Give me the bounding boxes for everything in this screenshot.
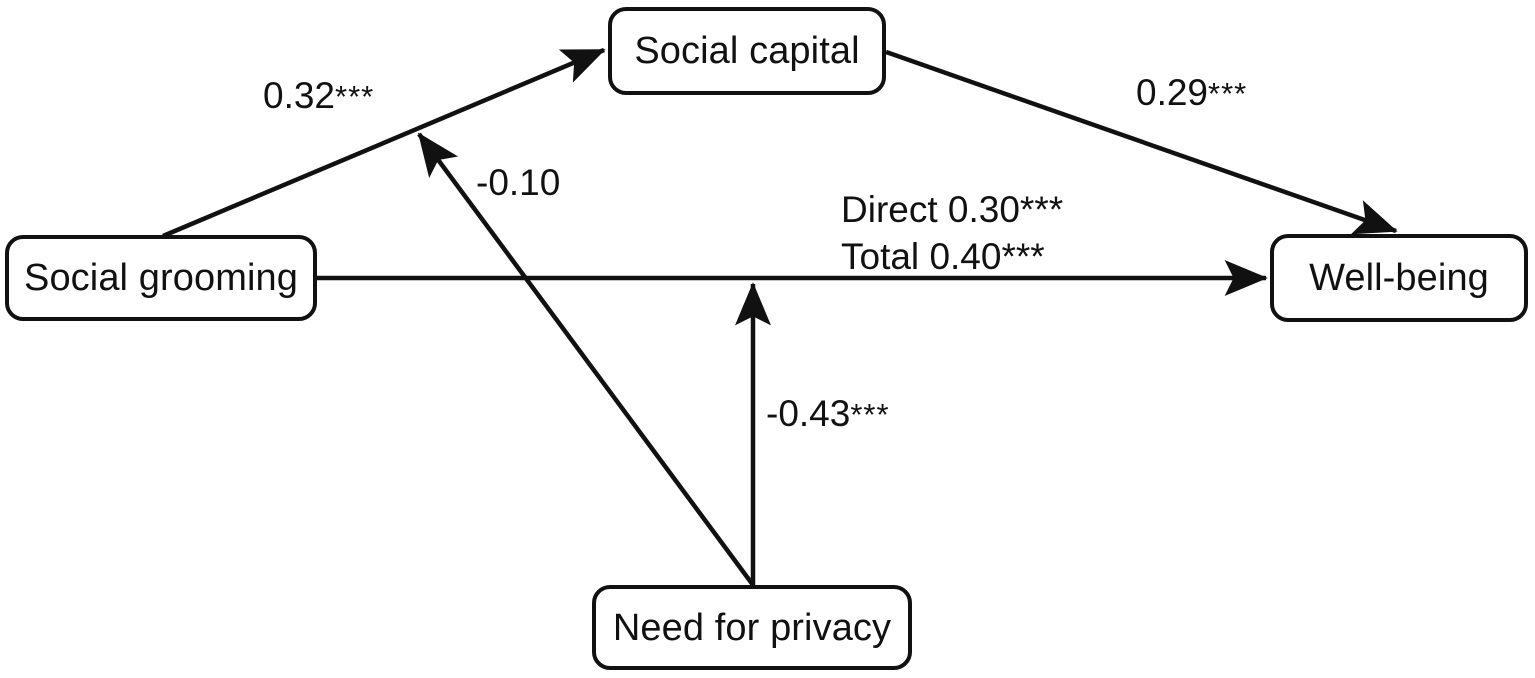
coefficient-value: 0.29 (1136, 72, 1209, 113)
coefficient-value: 0.32 (263, 75, 336, 116)
edge-grooming-to-capital (162, 47, 606, 239)
edge-privacy-to-capital-path (417, 132, 755, 587)
edge-label-privacy-to-capital-path: -0.10 (476, 163, 560, 203)
coefficient-value: -0.10 (476, 162, 561, 203)
coefficient-value: -0.43 (766, 393, 851, 434)
node-social-grooming-label: Social grooming (24, 257, 298, 299)
significance-stars: *** (335, 79, 375, 114)
direct-effect-value: 0.30 (947, 189, 1020, 230)
node-well-being-label: Well-being (1309, 257, 1489, 299)
significance-stars: *** (1208, 76, 1248, 111)
edge-capital-to-wellbeing (885, 49, 1398, 235)
total-effect-stars: *** (1001, 236, 1045, 278)
edge-label-privacy-to-wellbeing-path: -0.43*** (766, 394, 890, 434)
direct-effect-row: Direct 0.30*** (841, 186, 1063, 233)
total-effect-row: Total 0.40*** (841, 233, 1063, 280)
node-social-capital[interactable]: Social capital (608, 7, 886, 95)
node-social-grooming[interactable]: Social grooming (5, 235, 317, 321)
node-need-for-privacy-label: Need for privacy (612, 606, 892, 649)
direct-effect-stars: *** (1019, 189, 1064, 230)
total-effect-prefix: Total (841, 236, 920, 278)
node-need-for-privacy[interactable]: Need for privacy (592, 585, 912, 670)
significance-stars: *** (850, 397, 890, 432)
direct-effect-prefix: Direct (841, 189, 938, 230)
total-effect-value: 0.40 (929, 236, 1002, 278)
effects-summary: Direct 0.30*** Total 0.40*** (841, 186, 1063, 281)
edge-label-capital-to-wellbeing: 0.29*** (1136, 73, 1247, 113)
node-well-being[interactable]: Well-being (1270, 234, 1528, 322)
node-social-capital-label: Social capital (634, 30, 860, 72)
edge-label-grooming-to-capital: 0.32*** (263, 76, 374, 116)
